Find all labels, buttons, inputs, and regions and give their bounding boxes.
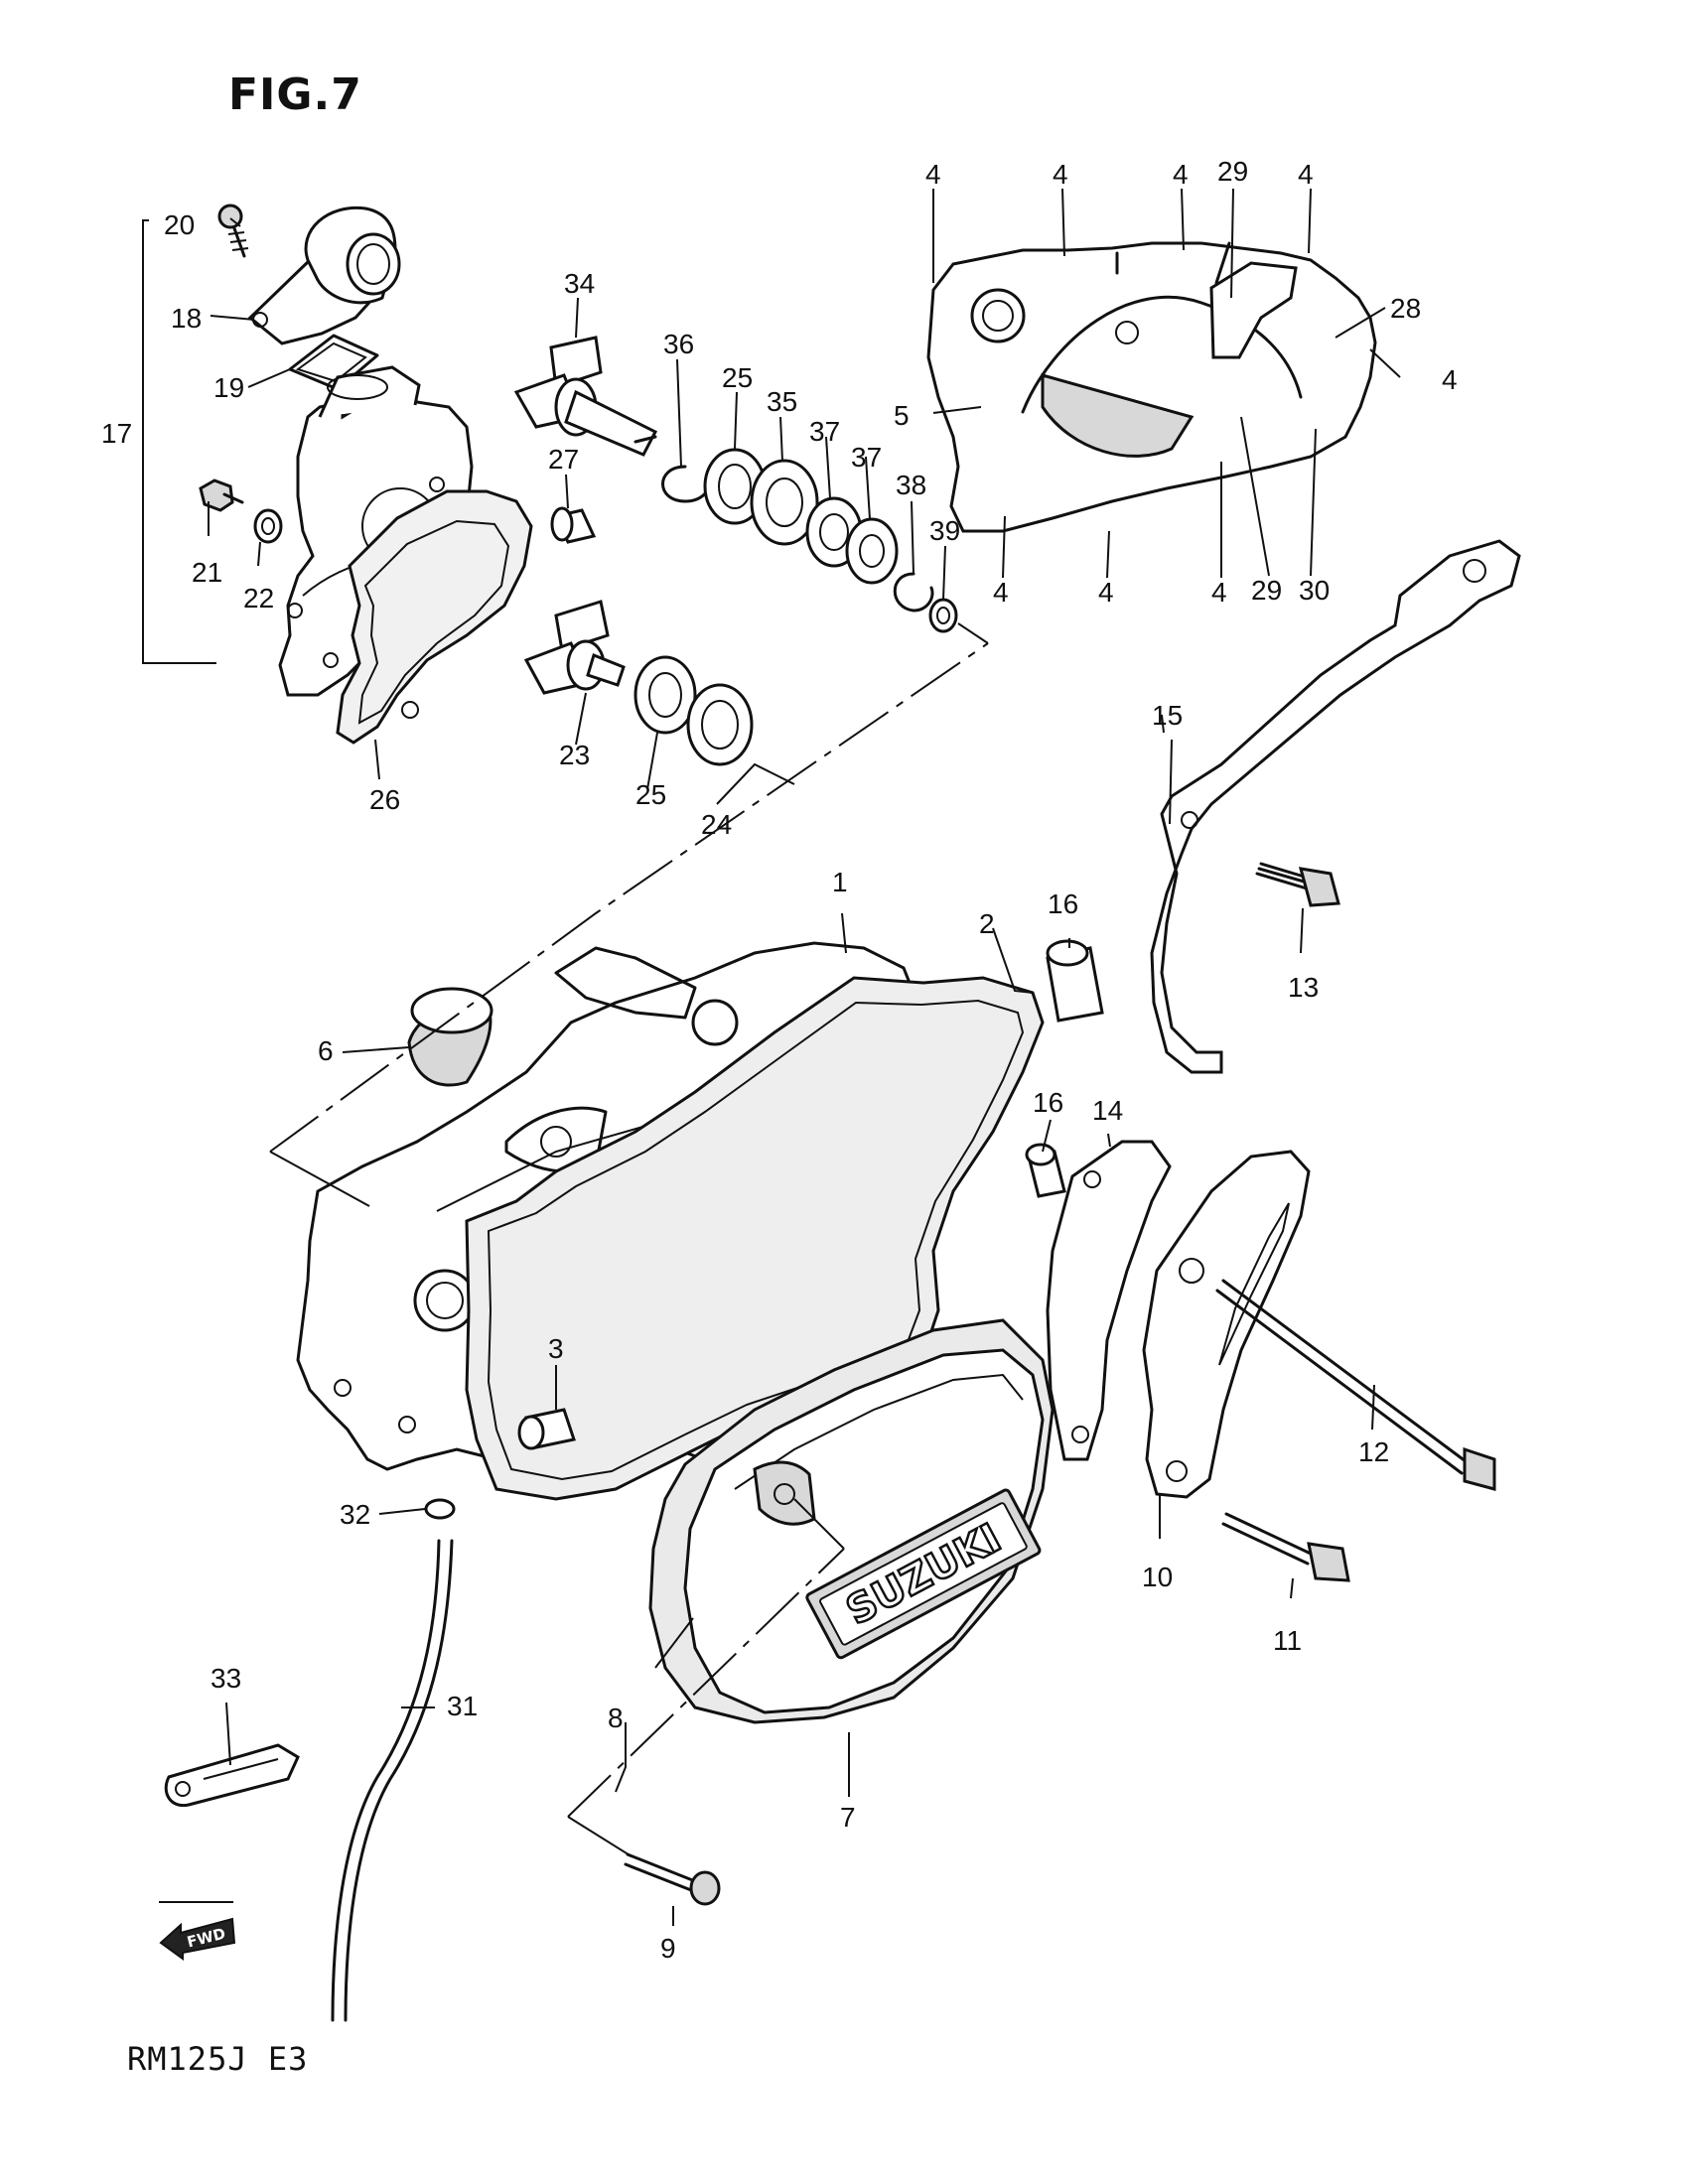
assembly-lines	[269, 622, 989, 1857]
callout-labels: 20 18 19 17 21 22 26 23 25 24 34 27 36 2…	[101, 156, 1458, 1964]
callout-20: 20	[164, 209, 195, 240]
collar-16a	[1046, 939, 1104, 1023]
suzuki-logo: SUZUKI	[805, 1488, 1042, 1660]
bracket-17	[142, 219, 216, 664]
magneto-cover-7	[683, 1348, 1045, 1714]
breather-hose-31	[331, 1539, 441, 2022]
callout-19: 19	[213, 372, 244, 403]
callout-7: 7	[840, 1802, 856, 1833]
callout-16a: 16	[1048, 888, 1078, 919]
callout-25b: 25	[635, 779, 666, 810]
bolt-11	[1221, 1512, 1350, 1582]
dowel-pin-3	[517, 1408, 576, 1450]
callout-34: 34	[564, 268, 595, 299]
callout-21: 21	[192, 557, 222, 588]
callout-4e: 4	[1442, 364, 1458, 395]
clutch-cover-outline	[926, 241, 1377, 533]
callout-2: 2	[979, 908, 995, 939]
callout-10: 10	[1142, 1562, 1173, 1592]
gasket-26	[336, 489, 533, 745]
callout-29b: 29	[1251, 575, 1282, 606]
callout-4f: 4	[993, 577, 1009, 608]
gasket-19	[288, 334, 379, 391]
callout-8: 8	[608, 1703, 624, 1733]
callout-15: 15	[1152, 700, 1183, 731]
callout-27: 27	[548, 444, 579, 475]
oil-seal-35	[750, 459, 819, 546]
callout-9: 9	[660, 1933, 676, 1964]
impeller-34	[513, 336, 658, 457]
callout-39: 39	[929, 515, 960, 546]
callout-1: 1	[832, 867, 848, 897]
callout-4d: 4	[1298, 159, 1314, 190]
fwd-rule	[159, 1901, 233, 1903]
water-pump-cover-group	[142, 204, 533, 745]
screw-9	[624, 1852, 721, 1906]
callout-4a: 4	[925, 159, 941, 190]
figure-title: FIG.7	[228, 69, 362, 120]
callout-24: 24	[701, 809, 732, 840]
callout-13: 13	[1288, 972, 1319, 1003]
callout-4h: 4	[1211, 577, 1227, 608]
callout-37b: 37	[851, 442, 882, 473]
seal-37b	[845, 517, 899, 585]
callout-3: 3	[548, 1333, 564, 1364]
callout-14: 14	[1092, 1095, 1123, 1126]
bearing-24	[686, 683, 754, 766]
bolt-21	[199, 478, 244, 512]
filler-plug-6	[407, 987, 493, 1087]
long-bolt-12	[1215, 1279, 1496, 1491]
bearing-25-lower	[633, 655, 697, 735]
callout-26: 26	[369, 784, 400, 815]
callout-4b: 4	[1053, 159, 1068, 190]
impeller-shaft-group	[513, 336, 958, 766]
callout-33: 33	[211, 1663, 241, 1694]
callout-4g: 4	[1098, 577, 1114, 608]
water-outlet-elbow-18	[247, 205, 401, 345]
forward-direction-arrow-icon: FWD	[159, 1917, 236, 1961]
callout-5: 5	[894, 400, 910, 431]
callout-37a: 37	[809, 416, 840, 447]
plate-14	[1046, 1140, 1172, 1461]
callout-31: 31	[447, 1691, 478, 1721]
circlip-36	[661, 465, 710, 503]
model-code: RM125J E3	[127, 2040, 309, 2078]
impeller-23	[523, 600, 626, 695]
washer-22	[253, 508, 283, 544]
circlip-38	[893, 572, 934, 613]
callout-6: 6	[318, 1035, 334, 1066]
callout-23: 23	[559, 740, 590, 770]
callout-18: 18	[171, 303, 202, 334]
callout-22: 22	[243, 583, 274, 614]
hose-clip-32	[424, 1498, 456, 1520]
callout-11: 11	[1273, 1625, 1302, 1656]
callout-30: 30	[1299, 575, 1330, 606]
screw-20	[217, 204, 249, 258]
collar-16b	[1025, 1143, 1066, 1198]
collar-27	[550, 506, 597, 544]
callout-17: 17	[101, 418, 132, 449]
callout-25a: 25	[722, 362, 753, 393]
callout-12: 12	[1358, 1436, 1389, 1467]
magneto-cover-group: SUZUKI	[164, 1318, 1055, 2022]
clamp-plate-33	[164, 1743, 300, 1808]
bolt-13	[1255, 862, 1340, 907]
callout-36: 36	[663, 329, 694, 359]
callout-32: 32	[340, 1499, 370, 1530]
leader-lines	[208, 188, 1401, 1926]
bracket-15	[1150, 539, 1521, 1074]
kick-guard-group	[1025, 539, 1521, 1582]
callout-28: 28	[1390, 293, 1421, 324]
callout-16b: 16	[1033, 1087, 1063, 1118]
washer-39	[928, 598, 958, 633]
callout-35: 35	[767, 386, 797, 417]
callout-38: 38	[896, 470, 926, 500]
callout-29a: 29	[1217, 156, 1248, 187]
callout-4c: 4	[1173, 159, 1189, 190]
